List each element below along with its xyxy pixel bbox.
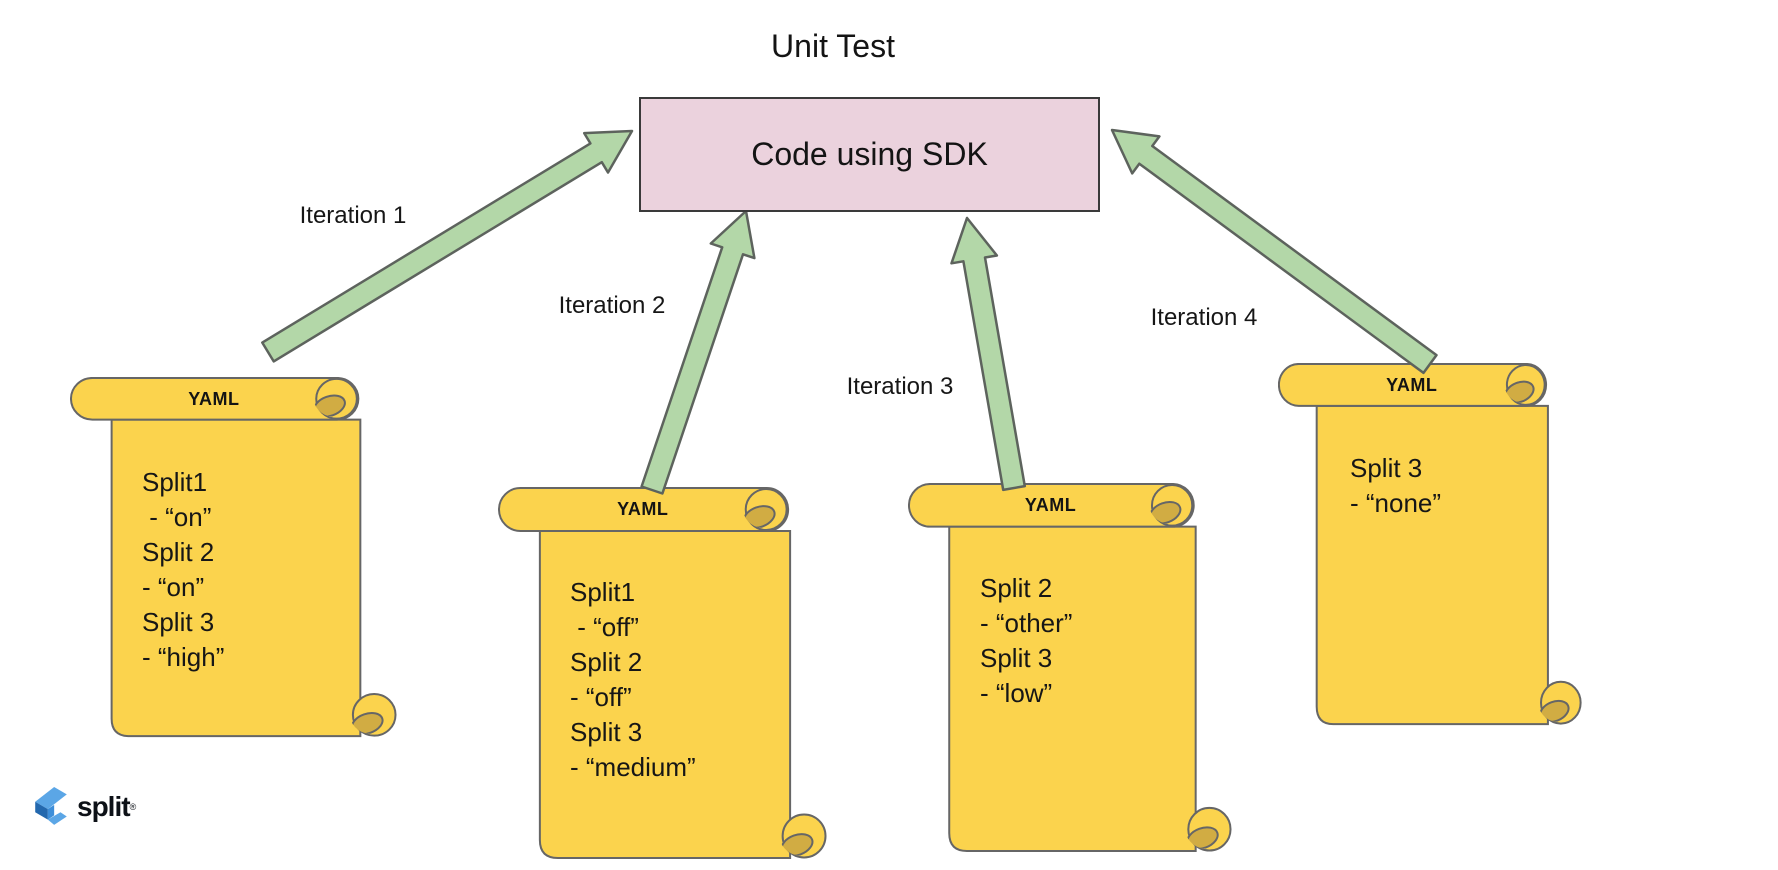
scroll-line: - “other” xyxy=(980,608,1073,638)
scroll-content: Split1 - “on” Split 2 - “on” Split 3 - “… xyxy=(142,465,224,675)
scroll-shape xyxy=(908,483,1232,855)
scroll-line: - “off” xyxy=(570,682,632,712)
yaml-scroll-2: YAML Split1 - “off” Split 2 - “off” Spli… xyxy=(498,487,827,862)
scroll-line: - “none” xyxy=(1350,488,1442,518)
scroll-line: Split1 xyxy=(570,577,636,607)
code-using-sdk-label: Code using SDK xyxy=(751,136,988,172)
scroll-line: Split 3 xyxy=(142,607,215,637)
scroll-line: - “on” xyxy=(142,572,205,602)
scroll-content: Split1 - “off” Split 2 - “off” Split 3 -… xyxy=(570,575,696,785)
scroll-line: - “on” xyxy=(142,502,212,532)
registered-mark-icon: ® xyxy=(129,802,137,812)
scroll-line: Split 2 xyxy=(570,647,643,677)
yaml-scroll-1: YAML Split1 - “on” Split 2 - “on” Split … xyxy=(70,377,397,740)
iteration-1-label: Iteration 1 xyxy=(299,202,407,229)
scroll-content: Split 3 - “none” xyxy=(1350,451,1441,521)
split-logo-icon xyxy=(35,787,67,825)
scroll-shape xyxy=(498,487,827,862)
iteration-3-label: Iteration 3 xyxy=(846,373,954,400)
scroll-line: Split 3 xyxy=(570,717,643,747)
scroll-line: Split1 xyxy=(142,467,208,497)
scroll-shape xyxy=(1278,363,1582,728)
arrow-iteration-4 xyxy=(1110,128,1438,375)
diagram-title: Unit Test xyxy=(771,28,895,64)
split-logo: split® xyxy=(34,787,136,827)
yaml-scroll-4: YAML Split 3 - “none” xyxy=(1278,363,1582,728)
iteration-2-label: Iteration 2 xyxy=(558,292,666,319)
scroll-line: Split 2 xyxy=(980,573,1053,603)
scroll-line: - “low” xyxy=(980,678,1053,708)
scroll-line: - “medium” xyxy=(570,752,696,782)
yaml-badge: YAML xyxy=(617,498,669,519)
yaml-scroll-3: YAML Split 2 - “other” Split 3 - “low” xyxy=(908,483,1232,855)
arrow-iteration-3 xyxy=(950,216,1027,492)
yaml-badge: YAML xyxy=(188,388,240,409)
yaml-badge: YAML xyxy=(1386,374,1438,395)
scroll-line: - “high” xyxy=(142,642,225,672)
arrow-iteration-2 xyxy=(640,209,756,495)
scroll-line: - “off” xyxy=(570,612,639,642)
code-using-sdk-box: Code using SDK xyxy=(639,97,1100,212)
scroll-line: Split 3 xyxy=(1350,453,1423,483)
scroll-shape xyxy=(70,377,397,740)
yaml-badge: YAML xyxy=(1024,494,1077,515)
scroll-line: Split 2 xyxy=(142,537,215,567)
arrow-iteration-1 xyxy=(261,129,634,363)
scroll-content: Split 2 - “other” Split 3 - “low” xyxy=(980,571,1072,711)
iteration-4-label: Iteration 4 xyxy=(1150,304,1258,331)
scroll-line: Split 3 xyxy=(980,643,1053,673)
split-logo-wordmark: split xyxy=(77,791,131,822)
